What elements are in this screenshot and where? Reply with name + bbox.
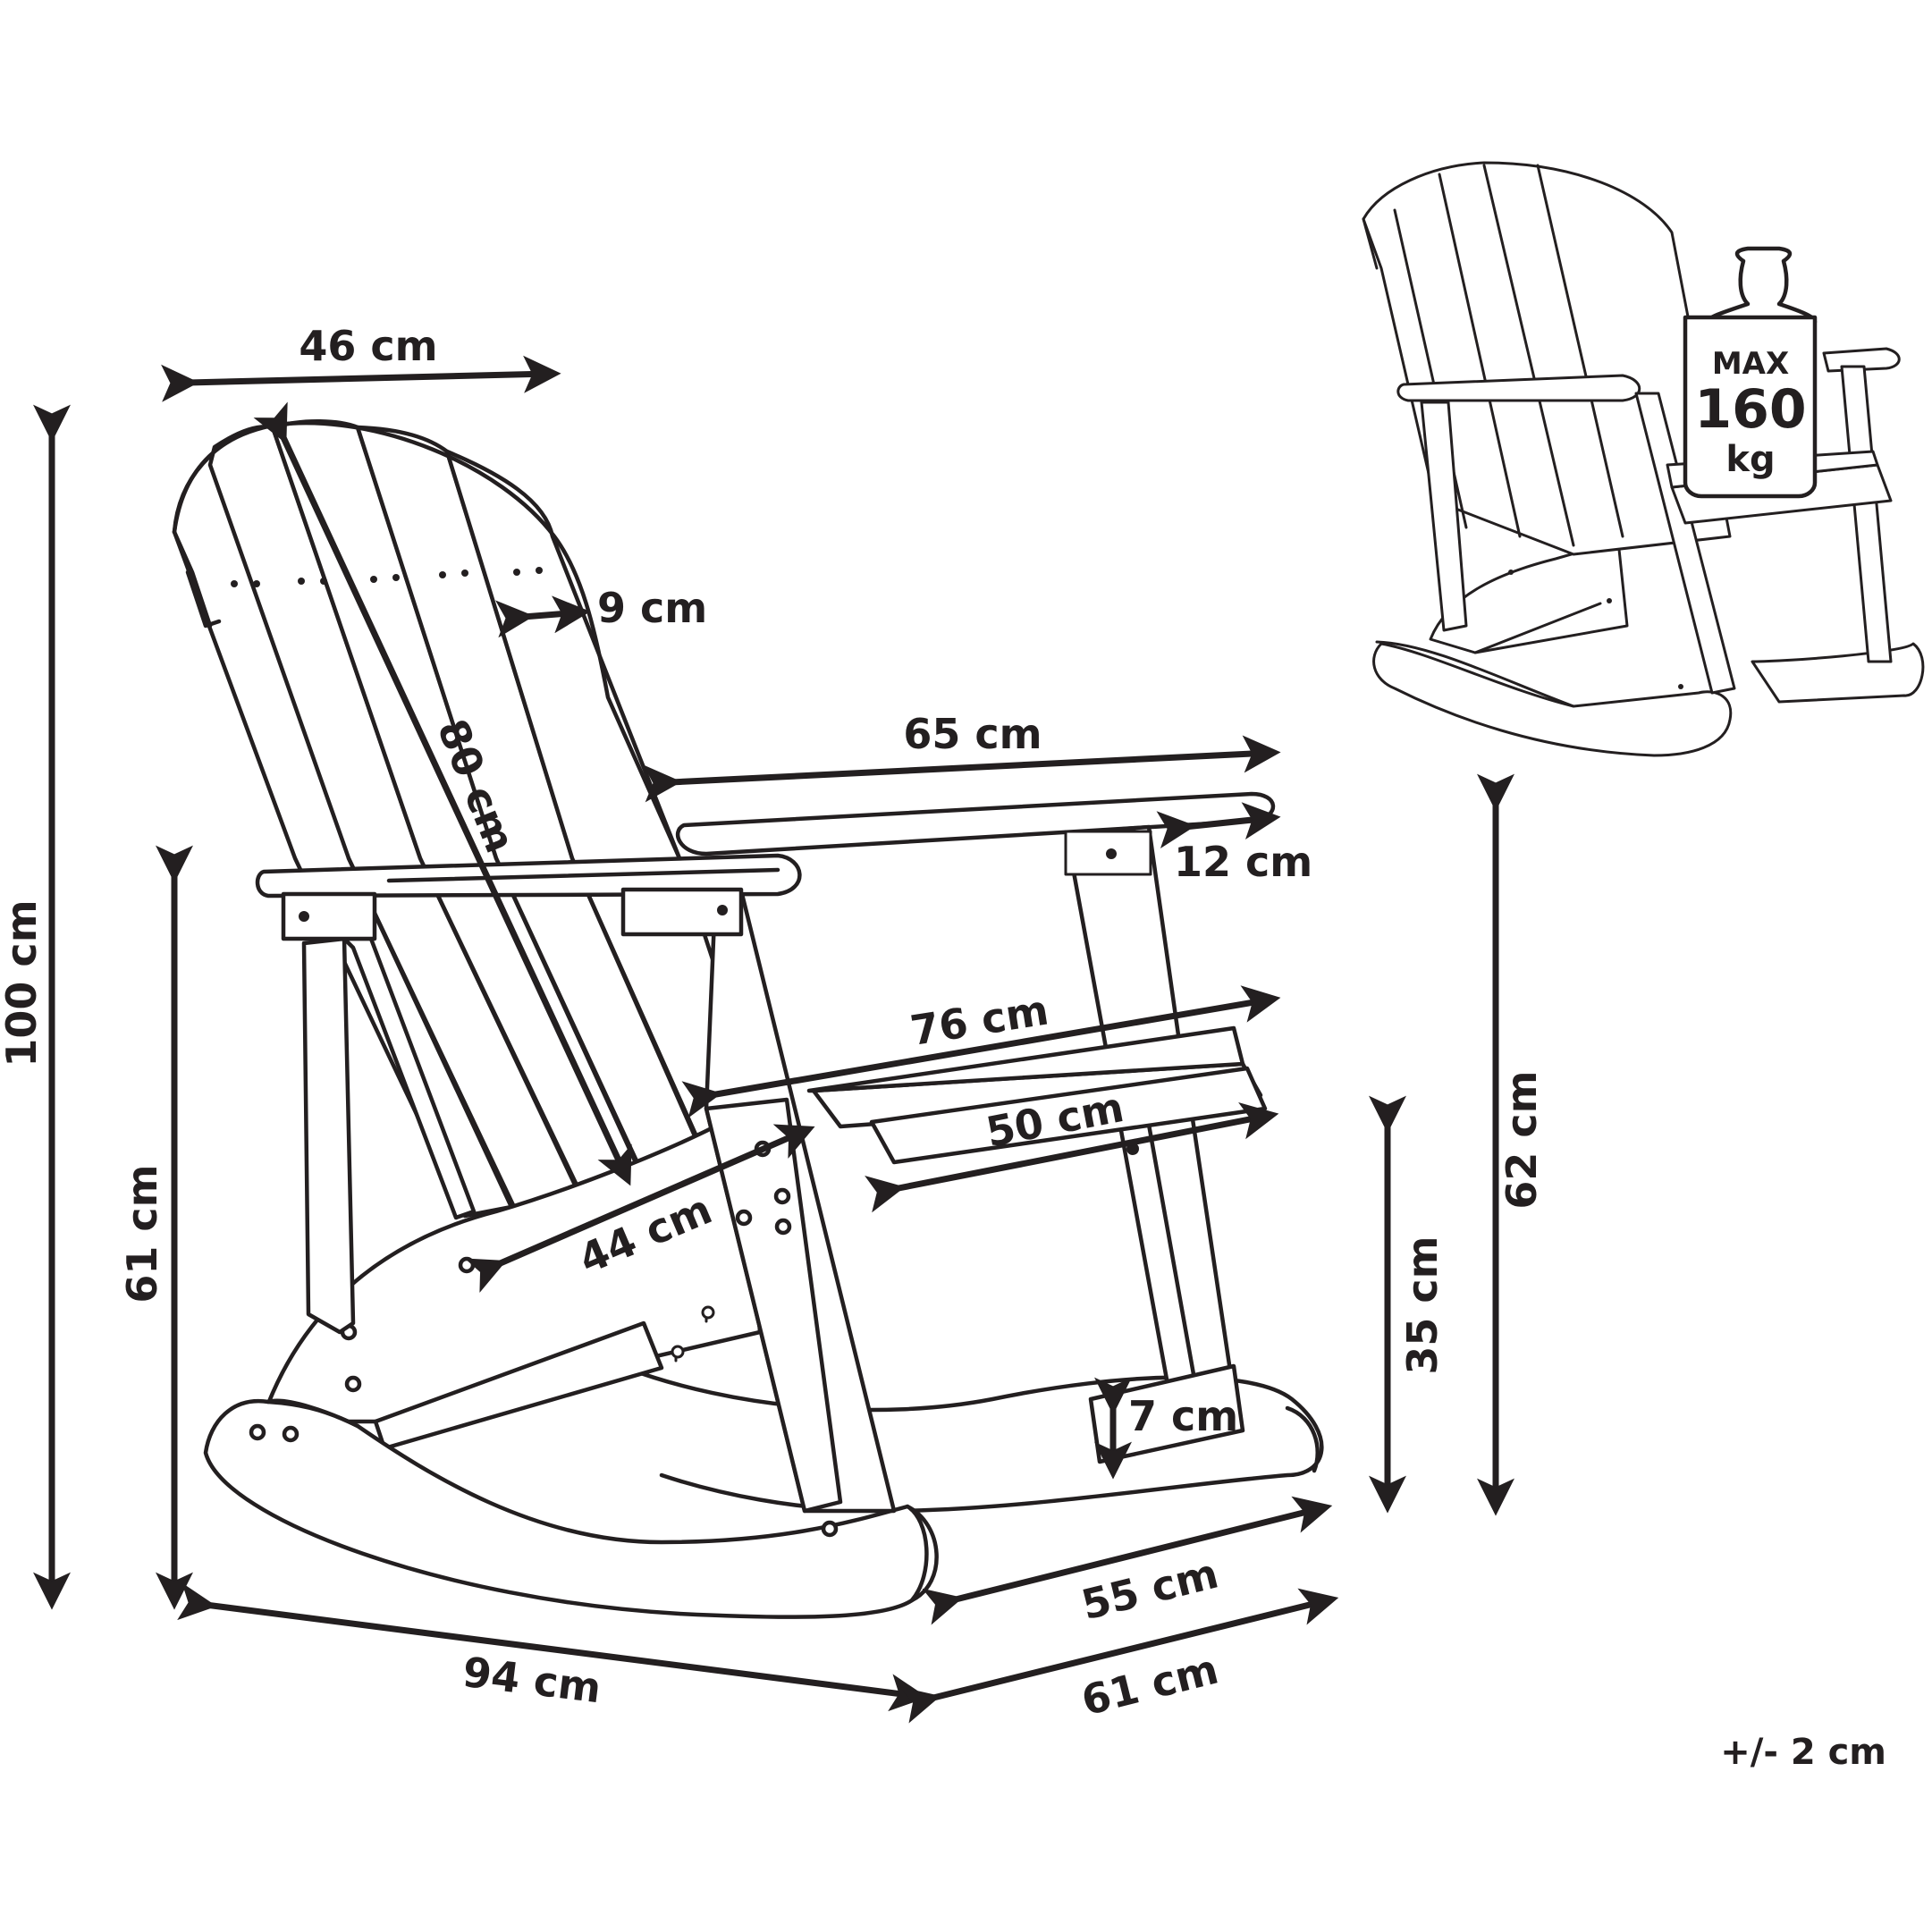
arrow-61cm-width [899, 1588, 1339, 1724]
badge-160: 160 [1694, 378, 1806, 441]
thumbnail-chair-drawing [1362, 161, 1925, 757]
label-65cm: 65 cm [903, 710, 1042, 758]
arrow-9cm [495, 595, 591, 638]
arrow-50cm [865, 1102, 1279, 1213]
label-100cm: 100 cm [0, 899, 46, 1067]
label-7cm: 7 cm [1128, 1392, 1238, 1440]
max-load-badge: MAX 160 kg [1683, 246, 1818, 499]
label-9cm: 9 cm [597, 584, 707, 632]
tolerance-note: +/- 2 cm [1720, 1732, 1886, 1773]
arrow-55cm [922, 1496, 1333, 1625]
arrow-76cm [681, 985, 1281, 1118]
badge-kg: kg [1725, 439, 1775, 480]
badge-max: MAX [1712, 346, 1789, 382]
arrow-44cm [464, 1124, 815, 1293]
label-76cm: 76 cm [907, 985, 1052, 1055]
arrow-80cm [253, 401, 632, 1186]
arrow-94cm [177, 1582, 928, 1712]
arrow-46cm [161, 355, 561, 402]
label-94cm: 94 cm [460, 1648, 604, 1713]
label-62cm: 62 cm [1498, 1070, 1546, 1209]
label-35cm: 35 cm [1398, 1236, 1447, 1374]
label-12cm: 12 cm [1174, 838, 1312, 886]
dimension-arrows [33, 355, 1514, 1724]
label-46cm: 46 cm [299, 322, 437, 370]
arrow-65cm [643, 735, 1281, 803]
label-61cm-height: 61 cm [118, 1164, 166, 1303]
arrow-12cm [1156, 802, 1281, 848]
weight-icon [1705, 246, 1818, 325]
